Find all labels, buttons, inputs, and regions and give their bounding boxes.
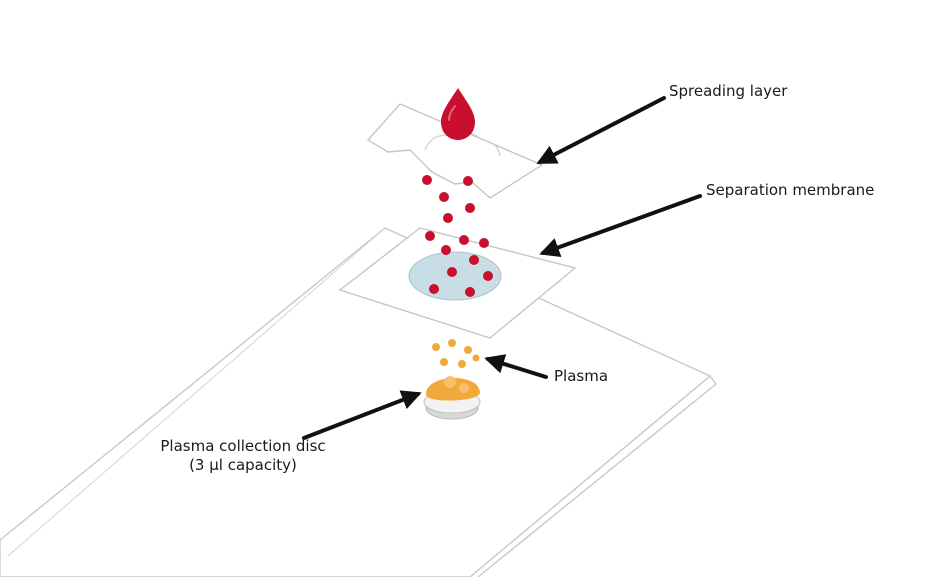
red-cell-icon	[439, 192, 449, 202]
plasma-droplet-icon	[432, 343, 440, 351]
plasma-droplet-icon	[472, 354, 480, 362]
separation-membrane-label: Separation membrane	[706, 181, 875, 199]
plasma-droplet-icon	[448, 339, 456, 347]
red-cell-icon	[465, 203, 475, 213]
red-cell-icon	[447, 267, 457, 277]
plasma-droplet-icon	[458, 360, 466, 368]
collection-disc-label-line1: Plasma collection disc	[160, 437, 326, 455]
arrow-spreading-layer	[536, 96, 666, 164]
blood-drop-icon	[441, 88, 475, 140]
collection-disc-label: Plasma collection disc (3 µl capacity)	[118, 437, 368, 475]
red-cell-icon	[479, 238, 489, 248]
red-cells	[422, 175, 493, 297]
plasma-droplet-icon	[464, 346, 472, 354]
arrow-plasma	[484, 354, 548, 379]
spreading-layer-label: Spreading layer	[669, 82, 788, 100]
red-cell-icon	[459, 235, 469, 245]
test-strip	[0, 227, 717, 577]
plasma-collection-disc	[423, 376, 481, 420]
red-cell-icon	[429, 284, 439, 294]
red-cell-icon	[469, 255, 479, 265]
red-cell-icon	[463, 176, 473, 186]
red-cell-icon	[425, 231, 435, 241]
pointer-arrows	[302, 96, 702, 440]
plasma-droplets	[432, 339, 480, 368]
red-cell-icon	[443, 213, 453, 223]
plasma-label: Plasma	[554, 367, 609, 385]
red-cell-icon	[422, 175, 432, 185]
collection-disc-label-line2: (3 µl capacity)	[189, 456, 297, 474]
red-cell-icon	[465, 287, 475, 297]
arrow-collection-disc	[302, 390, 422, 440]
plasma-droplet-icon	[440, 358, 448, 366]
red-cell-icon	[483, 271, 493, 281]
arrow-separation-membrane	[539, 194, 702, 257]
red-cell-icon	[441, 245, 451, 255]
